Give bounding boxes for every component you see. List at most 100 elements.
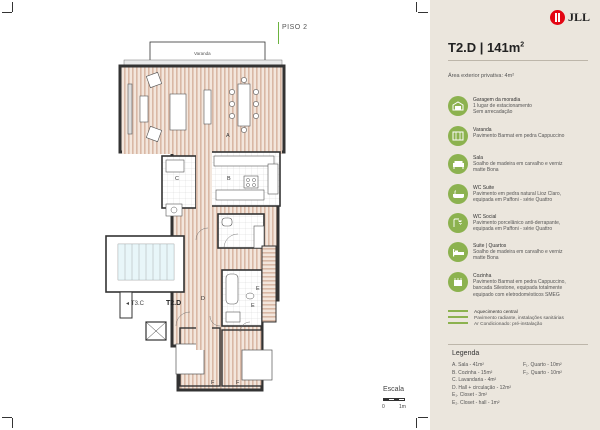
unit-title: T2.D | 141m2 xyxy=(448,40,524,55)
legend-item: D. Hall + circulação - 12m² xyxy=(452,384,512,391)
room-letter-f1: F xyxy=(211,380,215,386)
feature-title: Sala xyxy=(473,155,484,161)
unit-tag: T2.D xyxy=(166,300,182,307)
feature-title: Suite | Quartos xyxy=(473,243,507,249)
legend-item: F₁. Quarto - 10m² xyxy=(523,362,562,368)
sofa-icon xyxy=(448,154,468,174)
legend-item: C. Lavandaria - 4m² xyxy=(452,377,497,383)
room-letter-d: D xyxy=(201,296,205,302)
jll-logo-icon xyxy=(549,10,565,25)
legend-title: Legenda xyxy=(452,350,480,357)
feature-title: WC Social xyxy=(473,214,497,220)
amenities-line: Pavimento radiante, instalações sanitári… xyxy=(474,316,564,321)
crop-mark xyxy=(418,417,428,418)
crop-mark xyxy=(416,418,417,428)
feature-line: matte Bona xyxy=(473,255,499,262)
kitchen xyxy=(209,151,281,207)
veranda-icon xyxy=(448,126,468,146)
legend-item: F₂. Quarto - 10m² xyxy=(523,369,562,376)
hall-floor xyxy=(196,150,212,350)
neighbour-unit-label: ◂ T3.C xyxy=(126,300,145,308)
stair-core xyxy=(105,235,185,341)
feature-line: matte Bona xyxy=(473,167,499,174)
floor-plan: PISO 2 xyxy=(0,0,430,430)
garage-icon xyxy=(448,96,468,116)
amenities-bars xyxy=(448,310,468,328)
room-letter-f2: F xyxy=(236,380,240,386)
crop-mark xyxy=(12,2,13,12)
legend-item: A. Sala - 41m² xyxy=(452,362,484,368)
jll-logo-text: JLL xyxy=(567,10,590,24)
feature-title: Garagem da moradia xyxy=(473,97,521,103)
scale-zero-label: 0 xyxy=(382,404,385,410)
amenities-line: Ar Condicionado: pré-instalação xyxy=(474,322,543,327)
crop-mark xyxy=(418,12,428,13)
veranda-label: Varanda xyxy=(194,51,211,56)
room-letter-b: B xyxy=(227,176,231,182)
veranda xyxy=(123,41,283,67)
legend-column-right: F₁. Quarto - 10m² F₂. Quarto - 10m² xyxy=(523,362,562,377)
room-letter-e2: E xyxy=(251,303,255,309)
bed-icon xyxy=(448,242,468,262)
social-wc xyxy=(217,213,265,249)
room-letter-a: A xyxy=(226,133,230,139)
shower-icon xyxy=(448,213,468,233)
feature-line: equipado com eletrodomésticos SMEG xyxy=(473,291,560,298)
feature-line: equipada em Paffoni - série Quattro xyxy=(473,226,553,233)
legend-divider xyxy=(448,344,588,345)
crop-mark xyxy=(12,418,13,428)
crop-mark xyxy=(2,417,12,418)
title-divider xyxy=(448,60,588,61)
feature-line: Pavimento em pedra natural Lioz Claro, xyxy=(473,191,562,198)
bathtub-icon xyxy=(448,184,468,204)
feature-line: Soalho de madeira em carvalho e verniz xyxy=(473,161,563,168)
scale-label: Escala xyxy=(383,386,405,393)
kitchen-icon xyxy=(448,272,468,292)
floor-plan-drawing xyxy=(105,41,286,392)
scale-one-label: 1m xyxy=(399,404,406,410)
closet-strip xyxy=(261,245,277,323)
laundry xyxy=(161,155,197,217)
feature-line: Pavimento Barmat em pedra Cappuccino xyxy=(473,133,565,140)
feature-line: Pavimento Barmat em pedra Cappuccino, xyxy=(473,279,566,286)
unit-title-sup: 2 xyxy=(520,41,525,49)
scale-bar xyxy=(383,398,405,401)
floor-marker xyxy=(278,22,279,44)
arrow-left-icon: ◂ xyxy=(126,301,130,307)
crop-mark xyxy=(2,12,12,13)
feature-title: WC Suite xyxy=(473,185,495,191)
legend-item: E₂. Closet - hall - 1m² xyxy=(452,399,500,406)
spec-panel: JLL xyxy=(430,0,600,430)
room-letter-e1: E xyxy=(256,286,260,292)
bed-2 xyxy=(241,349,273,381)
door-swings xyxy=(175,227,251,333)
amenities-title: Aquecimento central xyxy=(474,310,518,315)
outdoor-area: Área exterior privativa: 4m² xyxy=(448,73,515,79)
crop-mark xyxy=(416,2,417,12)
legend-column-left: A. Sala - 41m² B. Cozinha - 15m² C. Lava… xyxy=(452,362,511,407)
legend-item: B. Cozinha - 15m² xyxy=(452,369,493,376)
feature-line: 1 lugar de estacionamento xyxy=(473,103,532,110)
unit-title-text: T2.D | 141m xyxy=(448,40,521,55)
feature-title: Varanda xyxy=(473,127,492,133)
feature-line: bancada Silestone, equipada totalmente xyxy=(473,285,563,292)
living-furniture xyxy=(127,71,259,143)
feature-line: Sem arrecadação xyxy=(473,109,513,116)
legend-item: E₁. Closet - 3m² xyxy=(452,392,488,398)
feature-line: equipada em Paffoni - série Quattro xyxy=(473,197,553,204)
amenities: Aquecimento central Pavimento radiante, … xyxy=(474,310,564,328)
feature-line: Soalho de madeira em carvalho e verniz xyxy=(473,249,563,256)
neighbour-unit-text: T3.C xyxy=(131,300,145,307)
feature-title: Cozinha xyxy=(473,273,492,279)
jll-logo: JLL xyxy=(549,10,590,25)
suite-wc xyxy=(221,269,263,327)
room-letter-c: C xyxy=(175,176,179,182)
feature-line: Pavimento porcelânico anti-derrapante, xyxy=(473,220,561,227)
